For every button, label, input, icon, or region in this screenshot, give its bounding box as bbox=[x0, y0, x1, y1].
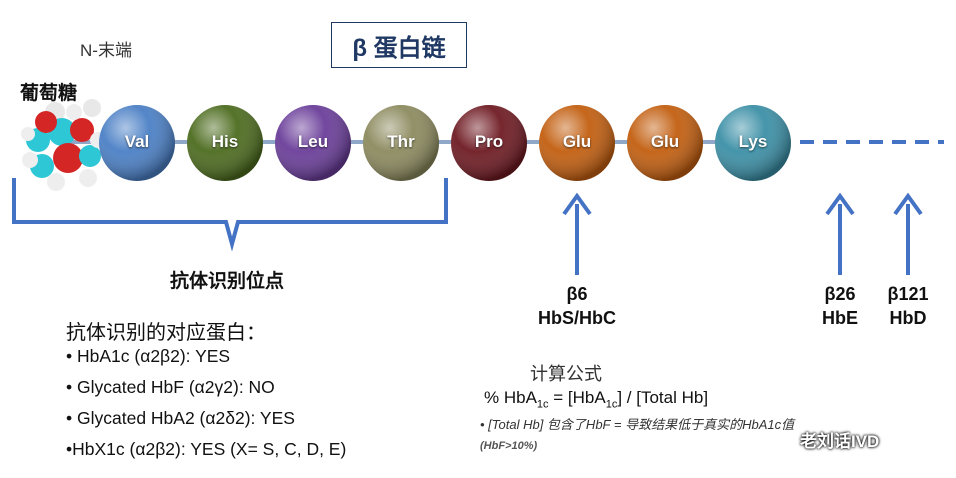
variant-beta121: β121 HbD bbox=[868, 282, 948, 330]
residue-bead-shine bbox=[627, 105, 703, 181]
watermark: 老刘话IVD bbox=[800, 432, 880, 451]
specificity-title: 抗体识别的对应蛋白： bbox=[66, 322, 266, 344]
epitope-bracket bbox=[12, 178, 448, 252]
variant-position: β121 bbox=[887, 284, 929, 304]
variant-position: β6 bbox=[566, 284, 588, 304]
residue-label: Glu bbox=[562, 132, 592, 151]
n-terminus-label: N-末端 bbox=[80, 41, 132, 60]
residue-bead-shine bbox=[99, 105, 175, 181]
residue-bead bbox=[539, 105, 615, 181]
residue-label: Glu bbox=[650, 132, 680, 151]
formula-subscript: 1c bbox=[536, 398, 549, 411]
residue-label: Pro bbox=[474, 132, 504, 151]
residue-label: Leu bbox=[297, 132, 329, 151]
specificity-item: • Glycated HbF (α2γ2): NO bbox=[66, 377, 275, 397]
variant-name: HbE bbox=[822, 308, 858, 328]
specificity-item: • HbA1c (α2β2): YES bbox=[66, 346, 231, 366]
glucose-molecule-icon bbox=[21, 99, 106, 191]
formula-note: • [Total Hb] 包含了HbF = 导致结果低于真实的HbA1c值 bbox=[480, 417, 795, 432]
residue-bead-shine bbox=[275, 105, 351, 181]
formula-part: % HbA bbox=[484, 388, 537, 407]
residue-bead bbox=[627, 105, 703, 181]
formula-part: ] / [Total Hb] bbox=[617, 388, 709, 407]
formula-note-threshold: (HbF>10%) bbox=[480, 440, 538, 452]
residue-bead bbox=[363, 105, 439, 181]
residue-bead-shine bbox=[715, 105, 791, 181]
specificity-item: •HbX1c (α2β2): YES (X= S, C, D, E) bbox=[66, 439, 347, 459]
title-box: β 蛋白链 bbox=[331, 22, 467, 68]
formula-title: 计算公式 bbox=[530, 364, 602, 384]
residue-label: His bbox=[211, 132, 239, 151]
page-title: β 蛋白链 bbox=[352, 34, 446, 62]
formula-expression: % HbA1c = [HbA1c] / [Total Hb] bbox=[484, 388, 708, 410]
residue-bead bbox=[99, 105, 175, 181]
variant-beta26: β26 HbE bbox=[800, 282, 880, 330]
beta26-arrow-icon bbox=[825, 192, 855, 275]
residue-bead bbox=[187, 105, 263, 181]
variant-beta6: β6 HbS/HbC bbox=[527, 282, 627, 330]
formula-part: = [HbA bbox=[548, 388, 606, 407]
formula-subscript: 1c bbox=[605, 398, 618, 411]
epitope-label: 抗体识别位点 bbox=[170, 271, 285, 292]
residue-bead bbox=[715, 105, 791, 181]
residue-label: Val bbox=[124, 132, 150, 151]
residue-bead bbox=[451, 105, 527, 181]
variant-name: HbD bbox=[889, 308, 927, 328]
variant-name: HbS/HbC bbox=[538, 308, 616, 328]
glucose-label: 葡萄糖 bbox=[20, 83, 78, 104]
residue-bead bbox=[275, 105, 351, 181]
specificity-item: • Glycated HbA2 (α2δ2): YES bbox=[66, 408, 295, 428]
residue-bead-shine bbox=[187, 105, 263, 181]
beta121-arrow-icon bbox=[893, 192, 923, 275]
residue-label: Lys bbox=[738, 132, 768, 151]
beta6-arrow-icon bbox=[562, 192, 592, 275]
residue-bead-shine bbox=[451, 105, 527, 181]
residue-bead-shine bbox=[363, 105, 439, 181]
residue-label: Thr bbox=[387, 132, 415, 151]
variant-position: β26 bbox=[824, 284, 856, 304]
residue-bead-shine bbox=[539, 105, 615, 181]
